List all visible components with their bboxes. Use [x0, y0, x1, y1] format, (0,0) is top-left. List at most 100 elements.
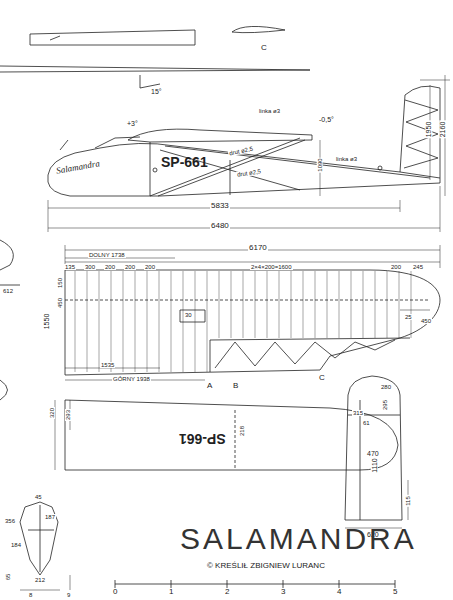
- dimension-label: 612: [2, 288, 14, 294]
- dimension-label: linka ø3: [335, 156, 358, 162]
- rib-line: [243, 271, 244, 338]
- dimension-label: 150: [57, 277, 63, 289]
- dimension-label: 293: [65, 409, 71, 421]
- dimension-lines: [48, 186, 440, 232]
- pivot: [378, 166, 382, 170]
- dimension-label: 218: [239, 425, 245, 437]
- rib-lines: [75, 271, 411, 372]
- fin-planform: [345, 376, 402, 520]
- dimension-label: 2: [224, 588, 230, 596]
- airfoil-section: [232, 26, 285, 32]
- spar-line: [65, 300, 430, 301]
- fitting: [180, 310, 205, 322]
- partial-view: [0, 380, 8, 400]
- dimension-label: DOLNY 1738: [88, 252, 126, 258]
- scale-tick: [395, 580, 396, 588]
- dimension-label: 1550: [43, 313, 50, 331]
- rib-line: [231, 271, 232, 338]
- dimension-label: 2160: [439, 121, 446, 139]
- dimension-label: 295: [382, 399, 388, 411]
- dimension-label: 2×4×200=1600: [250, 264, 293, 270]
- dimension-label: C: [318, 374, 326, 382]
- dimension-label: 135: [64, 264, 76, 270]
- dimension-label: 470: [366, 450, 380, 457]
- dimension-label: 300: [84, 264, 96, 270]
- partial-view: [0, 240, 20, 285]
- rib-section: [20, 502, 58, 575]
- rib-line: [207, 271, 208, 372]
- dimension-label: 45: [34, 494, 43, 500]
- dimension-label: 320: [49, 407, 55, 419]
- dihedral-mark: [140, 75, 160, 88]
- scale-tick: [115, 580, 116, 588]
- tow-hook: [60, 140, 68, 150]
- dimension-label: A: [206, 382, 213, 390]
- rib-line: [387, 271, 388, 338]
- rib-line: [147, 271, 148, 372]
- rib-line: [87, 271, 88, 372]
- rib-line: [75, 271, 76, 372]
- rib-line: [159, 271, 160, 372]
- dimension-label: linka ø3: [258, 108, 281, 114]
- dimension-lines: [20, 575, 70, 590]
- fuselage-side: [48, 143, 440, 196]
- dimension-label: SP-661: [160, 155, 209, 169]
- dimension-label: 184: [10, 542, 22, 548]
- dimension-label: 450: [420, 318, 432, 324]
- rib-line: [171, 271, 172, 372]
- dimension-label: 245: [412, 264, 424, 270]
- rib-line: [279, 271, 280, 338]
- rib-line: [411, 271, 412, 338]
- dimension-lines: [65, 310, 430, 380]
- dimension-label: +3°: [126, 120, 139, 127]
- wing-part: [30, 30, 195, 45]
- rib-line: [255, 271, 256, 338]
- rib-line: [291, 271, 292, 338]
- dimension-label: 4: [336, 588, 342, 596]
- dimension-label: 5833: [210, 202, 230, 210]
- fin-detail: [348, 400, 400, 520]
- aileron-truss: [215, 340, 395, 368]
- dimension-label: B: [232, 382, 239, 390]
- dimension-label: 1090: [317, 157, 323, 172]
- dimension-label: 315: [352, 410, 364, 416]
- dimension-label: 200: [104, 264, 116, 270]
- struts: [150, 138, 430, 196]
- dimension-label: SP-661: [178, 432, 227, 446]
- fin-side: [400, 86, 440, 178]
- wheel-pivot: [153, 168, 157, 172]
- rib-line: [399, 271, 400, 338]
- dimension-label: Salamandra: [55, 159, 102, 176]
- dimension-label: 30: [184, 312, 193, 318]
- dimension-label: 280: [380, 384, 392, 390]
- dimension-label: 8: [28, 592, 33, 598]
- dimension-label: 5: [392, 588, 398, 596]
- dimension-label: -0,5°: [318, 116, 335, 123]
- wing-front-view: [0, 66, 310, 72]
- scale-tick: [283, 580, 284, 588]
- rib-line: [315, 271, 316, 338]
- dimension-label: 15°: [150, 88, 163, 95]
- dimension-label: 6480: [210, 222, 230, 230]
- rib-line: [183, 271, 184, 372]
- rib-line: [267, 271, 268, 338]
- rib-line: [363, 271, 364, 338]
- dimension-label: 0: [112, 588, 118, 596]
- rib-line: [123, 271, 124, 372]
- dimension-label: 115: [405, 495, 411, 507]
- hinge-line: [235, 410, 236, 470]
- rib-line: [111, 271, 112, 372]
- dimension-label: 200: [124, 264, 136, 270]
- dimension-label: 212: [34, 577, 46, 583]
- scale-tick: [227, 580, 228, 588]
- wing-detail: [50, 36, 60, 40]
- wing-side: [128, 129, 312, 142]
- aileron-line: [210, 338, 410, 372]
- scale-bar: [115, 584, 395, 585]
- dimension-label: 65: [5, 573, 11, 582]
- dimension-label: GÓRNY 1938: [112, 376, 151, 382]
- dimension-label: 1: [168, 588, 174, 596]
- dimension-label: 1110: [371, 457, 378, 474]
- scale-tick: [339, 580, 340, 588]
